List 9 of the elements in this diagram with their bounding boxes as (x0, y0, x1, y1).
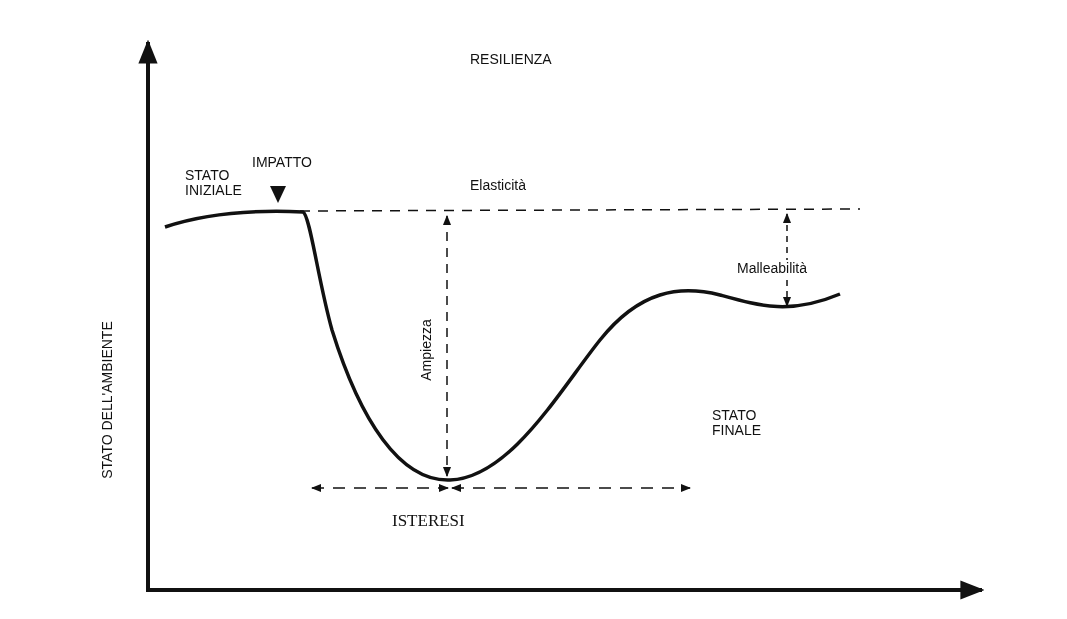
label: Malleabilità (735, 260, 810, 277)
label: Ampiezza (418, 317, 435, 383)
label: STATO FINALE (712, 408, 762, 438)
axis-label: STATO DELL'AMBIENTE (100, 321, 115, 479)
label: ISTERESI (392, 512, 465, 530)
label: STATO INIZIALE (185, 168, 243, 198)
label: Elasticità (470, 178, 527, 193)
label: IMPATTO (252, 155, 312, 170)
chart-title: RESILIENZA (470, 52, 552, 67)
